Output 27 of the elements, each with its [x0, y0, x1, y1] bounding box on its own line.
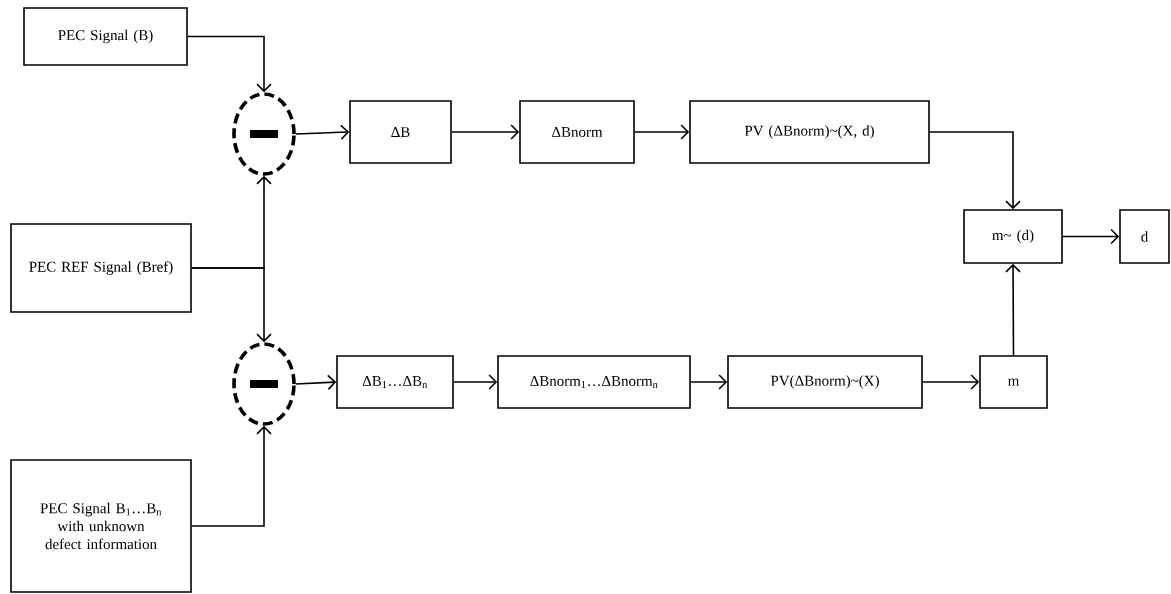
arrow: [187, 35, 272, 93]
process-box: PV (ΔBnorm)~(X, d): [689, 100, 930, 164]
arrow: [634, 124, 690, 140]
subtractor-circle: [232, 342, 296, 426]
arrow: [453, 374, 498, 390]
arrow: [191, 425, 272, 527]
arrow: [451, 124, 520, 140]
arrow: [295, 374, 337, 391]
process-box: ΔB$_{1}$…ΔB$_{n}$: [336, 355, 454, 409]
arrow: [1005, 263, 1021, 356]
process-box: ΔBnorm: [519, 100, 635, 164]
process-box: m~ (d): [963, 209, 1063, 264]
process-box: ΔB: [349, 100, 452, 164]
subtractor-circle: [232, 92, 296, 176]
process-box: d: [1119, 209, 1170, 264]
process-box: m: [979, 355, 1048, 409]
arrow: [1062, 228, 1120, 245]
arrow: [690, 374, 728, 390]
process-box: PEC REF Signal (Bref): [10, 223, 192, 313]
process-box: ΔBnorm$_{1}$…ΔBnorm$_{n}$: [497, 355, 691, 409]
arrow: [929, 131, 1021, 210]
process-box: PEC Signal (B): [23, 7, 188, 66]
process-box: PV(ΔBnorm)~(X): [727, 355, 923, 409]
arrow: [191, 267, 272, 343]
process-box: PEC Signal B$_{1}$…B$_{n}$ with unknown defect information: [10, 459, 192, 593]
arrow: [922, 374, 980, 390]
arrow: [295, 124, 350, 141]
